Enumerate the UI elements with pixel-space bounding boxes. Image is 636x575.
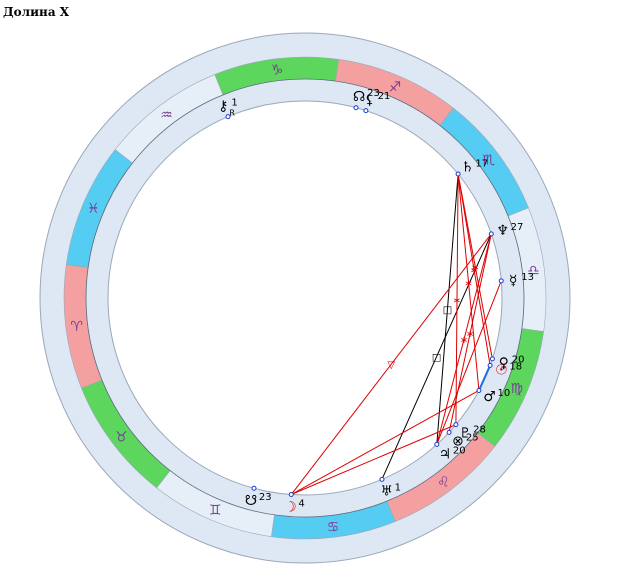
sign-glyph-pisces: ♓ [87, 201, 100, 217]
sun-glyph: ☉ [495, 362, 508, 378]
sign-glyph-gemini: ♊ [209, 503, 222, 519]
aspect-line-mercury-jupiter [436, 280, 502, 445]
sign-glyph-aries: ♈ [70, 319, 83, 335]
sign-glyph-sagittarius: ♐ [389, 79, 402, 95]
planet-glyphs: ♄17♆27☿13♀20☉18♂10♇28⊗25♃20♅1☽4☋23⚷1R☊23… [218, 88, 534, 515]
mars-point [476, 387, 482, 393]
neptune-glyph: ♆ [496, 223, 509, 239]
sign-glyph-taurus: ♉ [115, 429, 128, 445]
aspect-marker-saturn-venus: ∗ [471, 262, 479, 273]
neptune-point [488, 231, 494, 237]
aspect-line-saturn-mars [457, 173, 480, 391]
moon-degree: 4 [298, 498, 304, 509]
south-node-degree: 23 [259, 492, 272, 503]
sun-degree: 18 [509, 361, 522, 372]
venus-degree: 20 [512, 355, 525, 366]
pluto-degree: 28 [473, 424, 486, 435]
neptune-degree: 27 [511, 222, 524, 233]
south-node-glyph: ☋ [245, 493, 257, 509]
aspect-marker-neptune-jupiter: ∗ [460, 335, 468, 346]
aspect-line-saturn-sun [457, 173, 491, 366]
saturn-degree: 17 [475, 158, 488, 169]
chart-title: Долина X [3, 5, 70, 19]
north-node-degree: 23 [367, 88, 380, 99]
chiron-glyph: ⚷ [218, 99, 228, 115]
fortune-point [446, 429, 452, 435]
chiron-point [225, 114, 231, 120]
jupiter-point [434, 441, 440, 447]
aspect-marker-saturn-jupiter: □ [443, 305, 452, 316]
uranus-degree: 1 [395, 482, 401, 493]
sign-glyph-aquarius: ♒ [160, 107, 173, 123]
fortune-degree: 25 [466, 433, 479, 444]
aspect-marker-saturn-sun: ∗ [470, 266, 478, 277]
aspect-line-neptune-fortune [448, 233, 492, 433]
lilith-glyph: ⚸ [364, 92, 374, 108]
sign-glyph-capricorn: ♑ [271, 63, 284, 79]
aspect-line-saturn-pluto [455, 174, 459, 425]
mercury-glyph: ☿ [509, 273, 518, 289]
moon-glyph: ☽ [284, 499, 297, 515]
pluto-point [453, 422, 459, 428]
aspect-line-saturn-jupiter [436, 173, 459, 445]
aspect-marker-neptune-fortune: ∗ [466, 329, 474, 340]
lilith-point [363, 108, 369, 114]
jupiter-glyph: ♃ [439, 446, 452, 462]
chiron-degree: 1 [231, 98, 237, 109]
pluto-glyph: ♇ [459, 425, 472, 441]
venus-glyph: ♀ [499, 356, 509, 372]
aspect-lines: □□∗∗∗∗∗∗▽ [290, 173, 502, 495]
mars-degree: 10 [498, 388, 511, 399]
venus-point [489, 356, 495, 362]
aspect-marker-neptune-uranus: □ [432, 353, 441, 364]
mercury-degree: 13 [521, 272, 534, 283]
inner-circle [107, 100, 503, 496]
sign-glyphs: ♈ ♉ ♊ ♋ ♌ ♍ ♎ ♏ ♐ ♑ ♒ ♓ [70, 63, 539, 536]
uranus-glyph: ♅ [380, 483, 393, 499]
south-node-point [251, 485, 257, 491]
zodiac-ring [39, 32, 571, 564]
lilith-degree: 21 [378, 91, 391, 102]
sign-glyph-virgo: ♍ [510, 381, 523, 397]
aspect-line-moon-mars [291, 390, 480, 495]
sun-point [487, 362, 493, 368]
mars-glyph: ♂ [483, 389, 496, 405]
aspect-line-neptune-uranus [381, 233, 492, 480]
saturn-glyph: ♄ [461, 159, 474, 175]
sign-glyph-cancer: ♋ [327, 519, 340, 535]
moon-point [288, 492, 294, 498]
fortune-glyph: ⊗ [452, 434, 464, 450]
aspect-line-sun-mars [478, 364, 492, 391]
jupiter-degree: 20 [453, 445, 466, 456]
aspect-line-moon-pluto [291, 424, 457, 495]
aspect-marker-neptune-moon: ▽ [387, 360, 395, 371]
saturn-point [455, 171, 461, 177]
uranus-point [379, 476, 385, 482]
sign-glyph-libra: ♎ [527, 263, 540, 279]
north-node-point [353, 105, 359, 111]
aspect-marker-saturn-mars: ∗ [464, 278, 472, 289]
mercury-point [498, 278, 504, 284]
sign-glyph-leo: ♌ [437, 475, 450, 491]
aspect-marker-saturn-pluto: ∗ [453, 295, 461, 306]
aspect-line-saturn-venus [457, 173, 493, 359]
aspect-line-neptune-moon [290, 233, 492, 495]
north-node-glyph: ☊ [353, 89, 365, 105]
sign-glyph-scorpio: ♏ [482, 153, 495, 169]
chiron-retrograde: R [229, 109, 235, 118]
